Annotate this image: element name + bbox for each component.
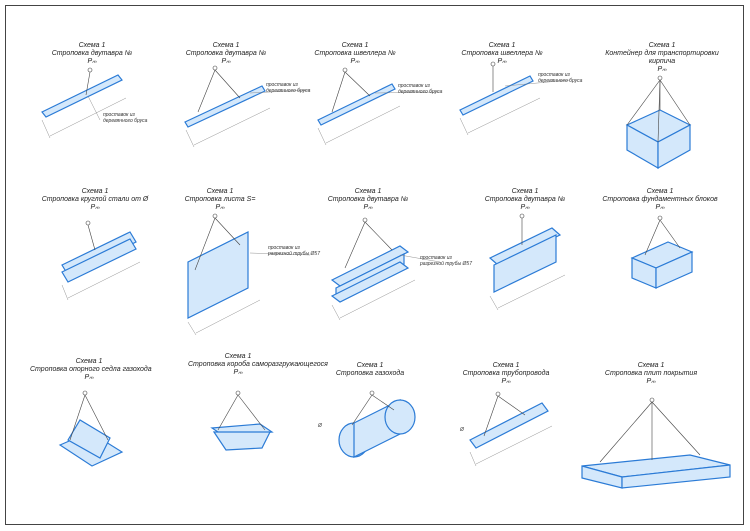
- scheme-11-load: Pₘ: [84, 374, 94, 381]
- scheme-7-load: Pₘ: [215, 204, 225, 211]
- scheme-6-load: Pₘ: [90, 204, 100, 211]
- scheme-1-note: проставок из деревянного бруса: [103, 112, 148, 124]
- scheme-5-title: Схема 1: [648, 42, 676, 49]
- scheme-11-drawing: [58, 390, 124, 467]
- scheme-8-caption: Схема 1 Строповка двутавра № Pₘ: [318, 188, 418, 212]
- scheme-10-caption: Схема 1 Строповка фундаментных блоков Pₘ: [600, 188, 720, 212]
- scheme-11-name: Строповка опорного седла газохода: [30, 366, 152, 373]
- scheme-9-load: Pₘ: [520, 204, 530, 211]
- scheme-13-drawing: [338, 390, 416, 458]
- scheme-12-drawing: [210, 390, 274, 451]
- scheme-10-name: Строповка фундаментных блоков: [602, 196, 718, 203]
- scheme-11-title: Схема 1: [75, 358, 103, 365]
- scheme-14-note: Ø: [460, 427, 464, 433]
- scheme-13-note: Ø: [318, 423, 322, 429]
- scheme-4-load: Pₘ: [497, 58, 507, 65]
- scheme-12-title: Схема 1: [224, 353, 252, 360]
- scheme-4-note: проставок из деревянного бруса: [538, 72, 583, 84]
- scheme-10-load: Pₘ: [655, 204, 665, 211]
- scheme-12-name: Строповка короба саморазгружающегося: [188, 361, 328, 368]
- scheme-9-name: Строповка двутавра №: [484, 196, 566, 203]
- scheme-15-drawing: [581, 397, 731, 489]
- scheme-5-drawing: [625, 75, 692, 170]
- scheme-9-drawing: [488, 213, 566, 311]
- scheme-4-caption: Схема 1 Строповка швеллера № Pₘ: [452, 42, 552, 66]
- scheme-9-title: Схема 1: [511, 188, 539, 195]
- scheme-6-drawing: [61, 220, 141, 301]
- scheme-4-name: Строповка швеллера №: [461, 50, 543, 57]
- scheme-8-name: Строповка двутавра №: [327, 196, 409, 203]
- scheme-10-title: Схема 1: [646, 188, 674, 195]
- scheme-5-caption: Схема 1 Контейнер для транспортировки ки…: [603, 42, 721, 74]
- scheme-7-note: проставок из разрезной трубы Ø57: [268, 245, 320, 257]
- scheme-15-name: Строповка плит покрытия: [604, 370, 698, 377]
- scheme-8-load: Pₘ: [363, 204, 373, 211]
- scheme-9-caption: Схема 1 Строповка двутавра № Pₘ: [475, 188, 575, 212]
- scheme-2-drawing: [184, 65, 311, 148]
- scheme-1-title: Схема 1: [78, 42, 106, 49]
- scheme-3-drawing: [317, 67, 441, 146]
- scheme-11-caption: Схема 1 Строповка опорного седла газоход…: [30, 358, 152, 382]
- scheme-15-load: Pₘ: [646, 378, 656, 385]
- scheme-13-caption: Схема 1 Строповка газохода: [330, 362, 410, 378]
- sheet-frame: [5, 5, 744, 525]
- scheme-12-caption: Схема 1 Строповка короба саморазгружающе…: [188, 353, 328, 377]
- scheme-6-name: Строповка круглой стали от Ø: [41, 196, 149, 203]
- scheme-2-caption: Схема 1 Строповка двутавра № Pₘ: [176, 42, 276, 66]
- scheme-6-title: Схема 1: [81, 188, 109, 195]
- scheme-3-note: проставок из деревянного бруса: [398, 83, 443, 95]
- scheme-2-title: Схема 1: [212, 42, 240, 49]
- scheme-15-caption: Схема 1 Строповка плит покрытия Pₘ: [596, 362, 706, 386]
- scheme-15-title: Схема 1: [637, 362, 665, 369]
- scheme-12-load: Pₘ: [233, 369, 243, 376]
- scheme-5-load: Pₘ: [657, 66, 667, 73]
- scheme-4-title: Схема 1: [488, 42, 516, 49]
- scheme-14-load: Pₘ: [501, 378, 511, 385]
- scheme-4-drawing: [459, 61, 571, 136]
- scheme-10-drawing: [630, 215, 694, 289]
- scheme-8-drawing: [330, 217, 441, 321]
- scheme-3-caption: Схема 1 Строповка швеллера № Pₘ: [305, 42, 405, 66]
- scheme-14-drawing: [469, 391, 553, 467]
- scheme-13-title: Схема 1: [356, 362, 384, 369]
- scheme-14-caption: Схема 1 Строповка трубопровода Pₘ: [456, 362, 556, 386]
- scheme-2-name: Строповка двутавра №: [185, 50, 267, 57]
- scheme-2-note: проставок из деревянного бруса: [266, 82, 311, 94]
- scheme-3-name: Строповка швеллера №: [314, 50, 396, 57]
- scheme-1-name: Строповка двутавра №: [51, 50, 133, 57]
- scheme-6-caption: Схема 1 Строповка круглой стали от Ø Pₘ: [40, 188, 150, 212]
- scheme-1-drawing: [41, 67, 127, 139]
- scheme-8-note: проставок из разрезной трубы Ø57: [420, 255, 472, 267]
- scheme-14-title: Схема 1: [492, 362, 520, 369]
- scheme-8-title: Схема 1: [354, 188, 382, 195]
- scheme-7-caption: Схема 1 Строповка листа S= Pₘ: [170, 188, 270, 212]
- scheme-5-name: Контейнер для транспортировки кирпича: [605, 50, 719, 65]
- scheme-1-caption: Схема 1 Строповка двутавра № Pₘ: [42, 42, 142, 66]
- scheme-14-name: Строповка трубопровода: [462, 370, 550, 377]
- scheme-7-name: Строповка листа S=: [184, 196, 256, 203]
- scheme-3-title: Схема 1: [341, 42, 369, 49]
- scheme-13-name: Строповка газохода: [335, 370, 405, 377]
- scheme-3-load: Pₘ: [350, 58, 360, 65]
- scheme-7-drawing: [187, 213, 311, 336]
- scheme-7-title: Схема 1: [206, 188, 234, 195]
- scheme-1-load: Pₘ: [87, 58, 97, 65]
- scheme-2-load: Pₘ: [221, 58, 231, 65]
